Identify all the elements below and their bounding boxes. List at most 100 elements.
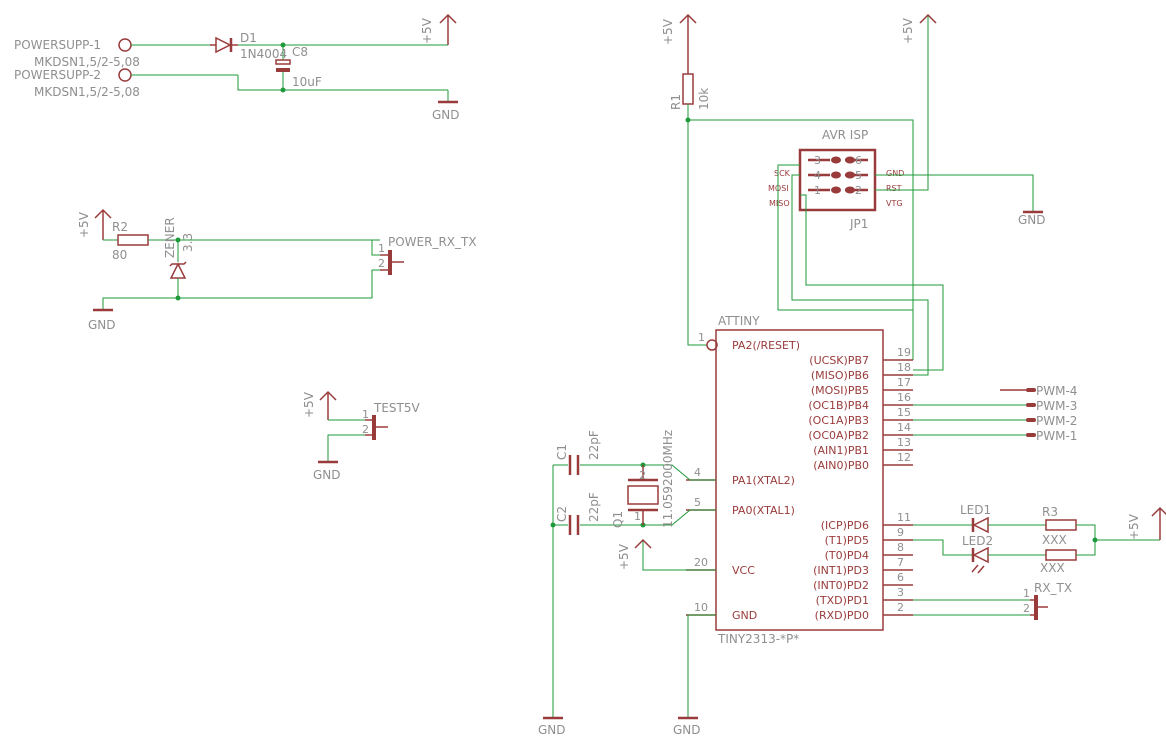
- chip-pin-number: 10: [694, 601, 708, 614]
- mkdsn2-label: MKDSN1,5/2-5,08: [34, 85, 140, 99]
- reset-inversion-bubble: [706, 339, 718, 351]
- chip-pin-name: (AIN0)PB0: [813, 459, 869, 472]
- resistor-r1: [682, 73, 694, 105]
- chip-pin-number: 16: [897, 391, 911, 404]
- chip-pin-name: (T0)PD4: [825, 549, 869, 562]
- gnd-label-5: GND: [538, 723, 566, 737]
- capacitor-c8: [275, 42, 291, 93]
- chip-pin-name: (INT0)PD2: [813, 579, 869, 592]
- isp-pin: 5: [855, 169, 862, 182]
- chip-pin-name: PA0(XTAL1): [732, 504, 795, 517]
- pin-label: 2: [362, 423, 369, 436]
- zener-section: +5V R2 80 ZENER 3.3 POWER_RX_TX 1 2 GND: [77, 208, 477, 332]
- plus5v-arrow-icon: [319, 390, 337, 401]
- chip-pin-number: 13: [897, 436, 911, 449]
- chip-pin-number: 4: [694, 466, 701, 479]
- isp-signal: SCK: [774, 169, 791, 178]
- zener-diode: [169, 261, 187, 279]
- plus5v-arrow-icon: [679, 13, 697, 24]
- powersupp1-terminal: [118, 38, 132, 52]
- jp1-label: JP1: [849, 217, 868, 231]
- chip-pin-name: (T1)PD5: [825, 534, 869, 547]
- c1-value: 22pF: [587, 430, 601, 460]
- led2-label: LED2: [962, 534, 993, 548]
- chip-pin-number: 14: [897, 421, 911, 434]
- chip-pin-number: 3: [897, 586, 904, 599]
- rx-tx-connector: RX_TX 1 2: [913, 581, 1072, 620]
- chip-pin-name: (OC0A)PB2: [808, 429, 869, 442]
- isp-signal: GND: [886, 169, 904, 178]
- powersupp2-terminal: [118, 68, 132, 82]
- attiny-chip: ATTINY TINY2313-*P* PA2(/RESET)1PA1(XTAL…: [686, 314, 913, 646]
- power-rx-tx-label: POWER_RX_TX: [388, 235, 477, 249]
- isp-pin: 1: [814, 184, 821, 197]
- r2-value: 80: [112, 248, 127, 262]
- powersupp2-label: POWERSUPP-2: [14, 68, 101, 82]
- pwm-outputs: PWM-4 PWM-3 PWM-2 PWM-1: [913, 384, 1077, 443]
- chip-pin-name: PA1(XTAL2): [732, 474, 795, 487]
- chip-pin-number: 1: [698, 331, 705, 344]
- plus5v-label-6: +5V: [617, 543, 631, 570]
- power-supply-section: POWERSUPP-1 POWERSUPP-2 MKDSN1,5/2-5,08 …: [14, 13, 460, 122]
- isp-signal: VTG: [886, 199, 903, 208]
- r4-value: XXX: [1040, 561, 1065, 575]
- zener-value: 3.3: [181, 233, 195, 252]
- chip-pin-name: (AIN1)PB1: [813, 444, 869, 457]
- isp-signal: RST: [886, 184, 902, 193]
- avr-isp-label: AVR ISP: [822, 128, 868, 142]
- pwm4-label: PWM-4: [1036, 384, 1077, 398]
- mkdsn1-label: MKDSN1,5/2-5,08: [34, 55, 140, 69]
- crystal-q1: [627, 465, 659, 525]
- d1-value: 1N4004: [240, 47, 287, 61]
- chip-pin-number: 17: [897, 376, 911, 389]
- d1-label: D1: [240, 31, 257, 45]
- pin-label: 2: [378, 257, 385, 270]
- pin-label: 2: [1023, 602, 1030, 615]
- powersupp1-label: POWERSUPP-1: [14, 38, 101, 52]
- chip-pin-number: 7: [897, 556, 904, 569]
- rx-tx-label: RX_TX: [1034, 581, 1072, 595]
- c2-value: 22pF: [587, 492, 601, 522]
- chip-pin-number: 9: [897, 526, 904, 539]
- avr-isp-header: AVR ISP JP1 3 4 1 6 5 2 SCK MOSI MISO GN…: [768, 128, 904, 231]
- pin-label: 1: [1023, 587, 1030, 600]
- isp-signal: MISO: [769, 199, 790, 208]
- chip-pin-number: 6: [897, 571, 904, 584]
- zener-label: ZENER: [163, 217, 177, 258]
- plus5v-label-7: +5V: [1127, 513, 1141, 540]
- power-rx-tx-connector: [380, 250, 404, 275]
- pin-label: 1: [362, 408, 369, 421]
- isp-pin: 6: [855, 154, 862, 167]
- isp-wiring: +5V GND: [777, 13, 1046, 376]
- plus5v-arrow-icon: [94, 208, 112, 219]
- plus5v-arrow-icon: [439, 13, 457, 24]
- chip-pin-number: 18: [897, 361, 911, 374]
- gnd-label-6: GND: [673, 723, 701, 737]
- chip-pin-name: (ICP)PD6: [821, 519, 869, 532]
- chip-pin-number: 2: [897, 601, 904, 614]
- pin-label: 2: [639, 469, 646, 482]
- diode-d1: [210, 36, 238, 54]
- attiny-part-label: TINY2313-*P*: [717, 632, 799, 646]
- led1-label: LED1: [960, 503, 991, 517]
- chip-pin-name: (RXD)PD0: [815, 609, 869, 622]
- chip-pin-name: (INT1)PD3: [813, 564, 869, 577]
- reset-section: +5V R1 10k: [661, 13, 914, 346]
- pwm1-label: PWM-1: [1036, 429, 1077, 443]
- isp-box: [798, 148, 877, 212]
- r1-label: R1: [669, 94, 683, 110]
- pwm2-label: PWM-2: [1036, 414, 1077, 428]
- chip-pin-number: 15: [897, 406, 911, 419]
- gnd-label-1: GND: [432, 108, 460, 122]
- chip-pin-name: (MISO)PB6: [811, 369, 869, 382]
- chip-pin-name: GND: [732, 609, 757, 622]
- gnd-label-4: GND: [1018, 213, 1046, 227]
- chip-pin-name: (OC1B)PB4: [808, 399, 869, 412]
- isp-pin: 2: [855, 184, 862, 197]
- chip-pin-name: (TXD)PD1: [816, 594, 869, 607]
- chip-power-wiring: +5V GND: [617, 538, 716, 737]
- chip-pin-name: VCC: [732, 564, 755, 577]
- plus5v-arrow-icon: [919, 13, 937, 24]
- chip-pin-number: 19: [897, 346, 911, 359]
